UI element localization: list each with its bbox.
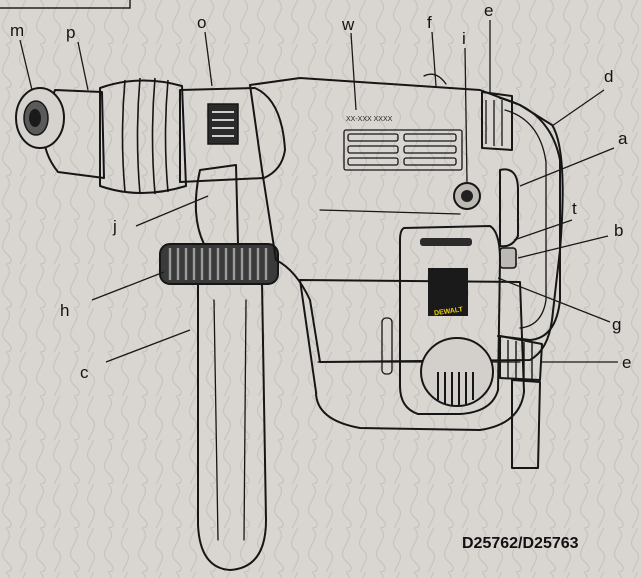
handle-arm <box>194 164 239 245</box>
handle-clamp-ring <box>159 243 279 285</box>
vent-grille <box>343 129 463 171</box>
side-handle <box>197 281 267 571</box>
callout-h: h <box>60 301 69 320</box>
callout-i: i <box>462 29 466 48</box>
trigger-switch <box>499 168 519 248</box>
callout-o: o <box>197 13 206 32</box>
gear-housing <box>179 87 286 183</box>
callout-g: g <box>612 315 621 334</box>
callout-j: j <box>112 217 117 236</box>
callout-d: d <box>604 67 613 86</box>
callout-c: c <box>80 363 89 382</box>
brand-logo: DEWALT <box>434 306 464 317</box>
callout-m: m <box>10 21 24 40</box>
dust-cap <box>15 87 65 149</box>
callouts: m p o w f e i d a t b j h g c e <box>10 1 631 382</box>
callout-e-bottom: e <box>622 353 631 372</box>
brand-panel <box>399 225 501 415</box>
model-label: D25762/D25763 <box>462 535 579 552</box>
callout-e-top: e <box>484 1 493 20</box>
callout-w: w <box>341 15 355 34</box>
lock-on-button <box>499 247 517 269</box>
callout-b: b <box>614 221 623 240</box>
callout-f: f <box>427 13 432 32</box>
motor-cap <box>420 337 494 407</box>
serial-plate-text: XX-XXX XXXX <box>346 116 393 123</box>
frame-corner <box>0 0 131 9</box>
rear-handle <box>481 91 561 341</box>
mode-button <box>453 182 481 210</box>
callout-p: p <box>66 23 75 42</box>
leader-lines <box>19 20 618 363</box>
cord-guard <box>499 335 543 469</box>
callout-t: t <box>572 199 577 218</box>
callout-a: a <box>618 129 628 148</box>
